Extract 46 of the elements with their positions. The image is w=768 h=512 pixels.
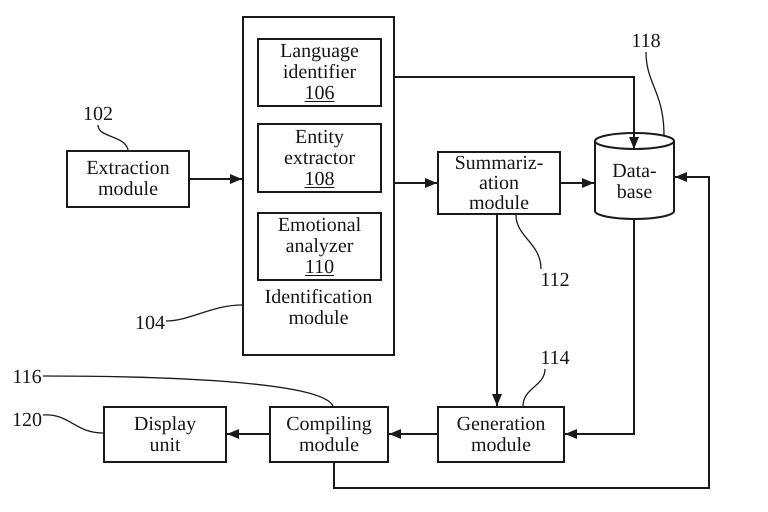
process-box [269, 406, 389, 463]
database-cylinder [594, 133, 675, 219]
process-box [257, 38, 382, 107]
leader-line [522, 368, 546, 406]
reference-numeral: 102 [82, 103, 114, 125]
box-label: Summariz- ation module [454, 153, 544, 213]
reference-numeral: 108 [304, 168, 334, 190]
arrow [190, 174, 242, 184]
box-label: Display unit [132, 414, 198, 456]
arrow [561, 178, 594, 188]
module-container [242, 16, 395, 356]
box-label: Data- base [611, 161, 658, 203]
reference-numeral: 114 [539, 347, 571, 369]
arrow [492, 215, 502, 406]
reference-numeral: 106 [304, 83, 334, 104]
reference-numeral: 112 [539, 269, 571, 291]
leader-line [166, 304, 242, 322]
leader-line [515, 214, 542, 270]
leader-line [43, 414, 104, 434]
box-label: Entity extractor [282, 126, 356, 168]
arrow [395, 178, 437, 188]
process-box [437, 406, 565, 463]
box-label: Language identifier [279, 41, 360, 83]
reference-numeral: 104 [134, 312, 166, 334]
container-label: Identification module [264, 287, 374, 329]
box-label: Emotional analyzer [276, 215, 362, 257]
arrow [227, 429, 269, 439]
leader-line [43, 375, 334, 406]
process-box [103, 406, 227, 463]
process-box [257, 123, 382, 193]
reference-numeral: 116 [11, 366, 43, 388]
process-box [437, 151, 561, 215]
arrow [395, 76, 639, 149]
box-label: Extraction module [85, 158, 171, 200]
leader-line [97, 124, 129, 150]
reference-numeral: 110 [304, 257, 334, 278]
leader-line [645, 52, 665, 136]
process-box [257, 212, 382, 281]
arrow [565, 219, 635, 439]
arrow [333, 172, 710, 489]
box-label: Compiling module [285, 414, 373, 456]
process-box [66, 150, 190, 208]
reference-numeral: 118 [630, 30, 662, 52]
arrow [389, 429, 437, 439]
box-label: Generation module [456, 414, 546, 456]
reference-numeral: 120 [11, 409, 43, 431]
